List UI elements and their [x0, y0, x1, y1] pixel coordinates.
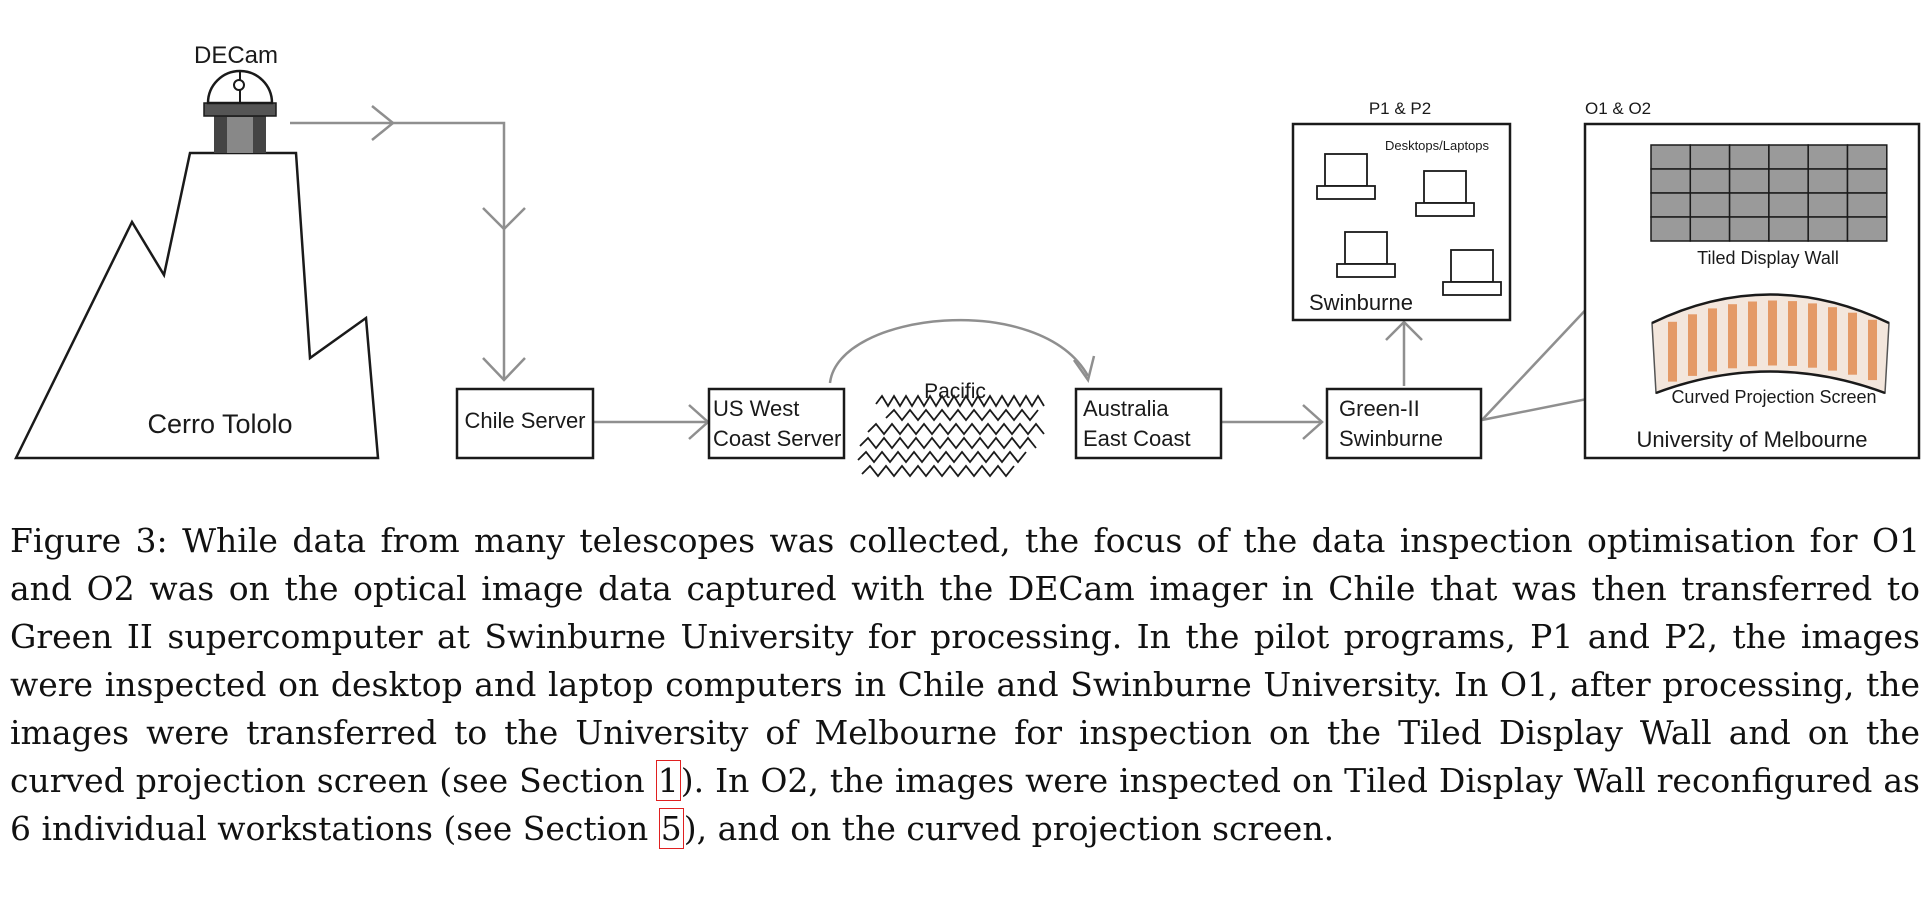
- o-box-label: University of Melbourne: [1636, 427, 1867, 452]
- arrow-telescope-right: [290, 121, 506, 380]
- projection-strip: [1788, 301, 1797, 366]
- laptop-icon: [1415, 170, 1475, 217]
- caption-text-3: ), and on the curved projection screen.: [683, 809, 1335, 848]
- display-tile: [1846, 168, 1888, 194]
- display-tile: [1768, 216, 1809, 242]
- projection-strip: [1688, 314, 1697, 376]
- australia-label-1: Australia: [1083, 396, 1169, 421]
- display-tile: [1728, 168, 1770, 194]
- curved-projection-screen: [1651, 293, 1890, 395]
- display-tile: [1650, 144, 1692, 170]
- p-box-title: P1 & P2: [1369, 99, 1431, 118]
- p-box-subtitle: Desktops/Laptops: [1385, 138, 1490, 153]
- mountain: [13, 151, 380, 460]
- projection-strip: [1768, 300, 1777, 366]
- tdw-label: Tiled Display Wall: [1697, 248, 1839, 268]
- arrowhead-swinburne: [1385, 320, 1423, 341]
- projection-strip: [1808, 303, 1817, 368]
- laptop-icon: [1316, 153, 1376, 200]
- arrowhead-right-1: [371, 105, 395, 141]
- section-5-link[interactable]: 5: [658, 808, 684, 849]
- green-ii-label-2: Swinburne: [1339, 426, 1443, 451]
- pacific-waves-icon: [857, 394, 1045, 478]
- section-1-link[interactable]: 1: [655, 760, 681, 801]
- display-tile: [1650, 192, 1692, 218]
- arrowhead-down-2: [482, 357, 526, 382]
- display-tile: [1807, 168, 1849, 194]
- green-ii-box: [1325, 387, 1483, 460]
- arrowhead-down-1: [482, 207, 526, 231]
- display-tile: [1768, 192, 1809, 218]
- display-tile: [1846, 144, 1888, 170]
- display-tile: [1650, 168, 1692, 194]
- display-tile: [1807, 192, 1849, 218]
- arrow-pacific-curve: [828, 318, 1090, 384]
- mountain-label: Cerro Tololo: [147, 409, 292, 439]
- curved-label: Curved Projection Screen: [1671, 387, 1876, 407]
- us-west-box: [707, 387, 846, 460]
- australia-box: [1074, 387, 1223, 460]
- display-tile: [1689, 144, 1731, 170]
- us-west-label-1: US West: [713, 396, 799, 421]
- workflow-diagram: Cerro Tololo DECam Chile Server US West …: [13, 42, 1921, 478]
- display-tile: [1728, 216, 1770, 242]
- display-tile: [1689, 216, 1731, 242]
- projection-strip: [1668, 321, 1677, 382]
- display-tile: [1728, 192, 1770, 218]
- display-tile: [1768, 144, 1809, 170]
- projection-strip: [1708, 308, 1717, 372]
- display-tile: [1807, 216, 1849, 242]
- tiled-display-wall: [1650, 144, 1888, 242]
- us-west-label-2: Coast Server: [713, 426, 841, 451]
- display-tile: [1846, 192, 1888, 218]
- p-box-label: Swinburne: [1309, 290, 1413, 315]
- display-tile: [1689, 192, 1731, 218]
- projection-strip: [1828, 307, 1837, 371]
- display-tile: [1689, 168, 1731, 194]
- caption-text-1: Figure 3: While data from many telescope…: [10, 521, 1920, 800]
- display-tile: [1728, 144, 1770, 170]
- projection-strip: [1748, 301, 1757, 367]
- o-box-title: O1 & O2: [1585, 99, 1651, 118]
- display-tile: [1807, 144, 1849, 170]
- arrowhead-green: [1302, 404, 1324, 440]
- arrowhead-pacific: [1072, 355, 1096, 383]
- display-tile: [1650, 216, 1692, 242]
- laptop-icon: [1336, 231, 1396, 278]
- display-tile: [1768, 168, 1809, 194]
- australia-label-2: East Coast: [1083, 426, 1191, 451]
- green-ii-label-1: Green-II: [1339, 396, 1420, 421]
- projection-strip: [1848, 312, 1857, 375]
- chile-server-box: [455, 387, 595, 460]
- pacific-label: Pacific: [924, 380, 986, 403]
- display-tile: [1846, 216, 1888, 242]
- arrows: [290, 105, 1644, 440]
- projection-strip: [1728, 304, 1737, 369]
- figure-caption: Figure 3: While data from many telescope…: [10, 517, 1920, 853]
- telescope-icon: [203, 69, 277, 153]
- telescope-label: DECam: [194, 42, 278, 69]
- caption-text-2: ). In O2, the images were inspected on T…: [10, 761, 1920, 848]
- laptop-icon: [1442, 249, 1502, 296]
- projection-strip: [1868, 319, 1877, 381]
- chile-server-label: Chile Server: [464, 408, 585, 433]
